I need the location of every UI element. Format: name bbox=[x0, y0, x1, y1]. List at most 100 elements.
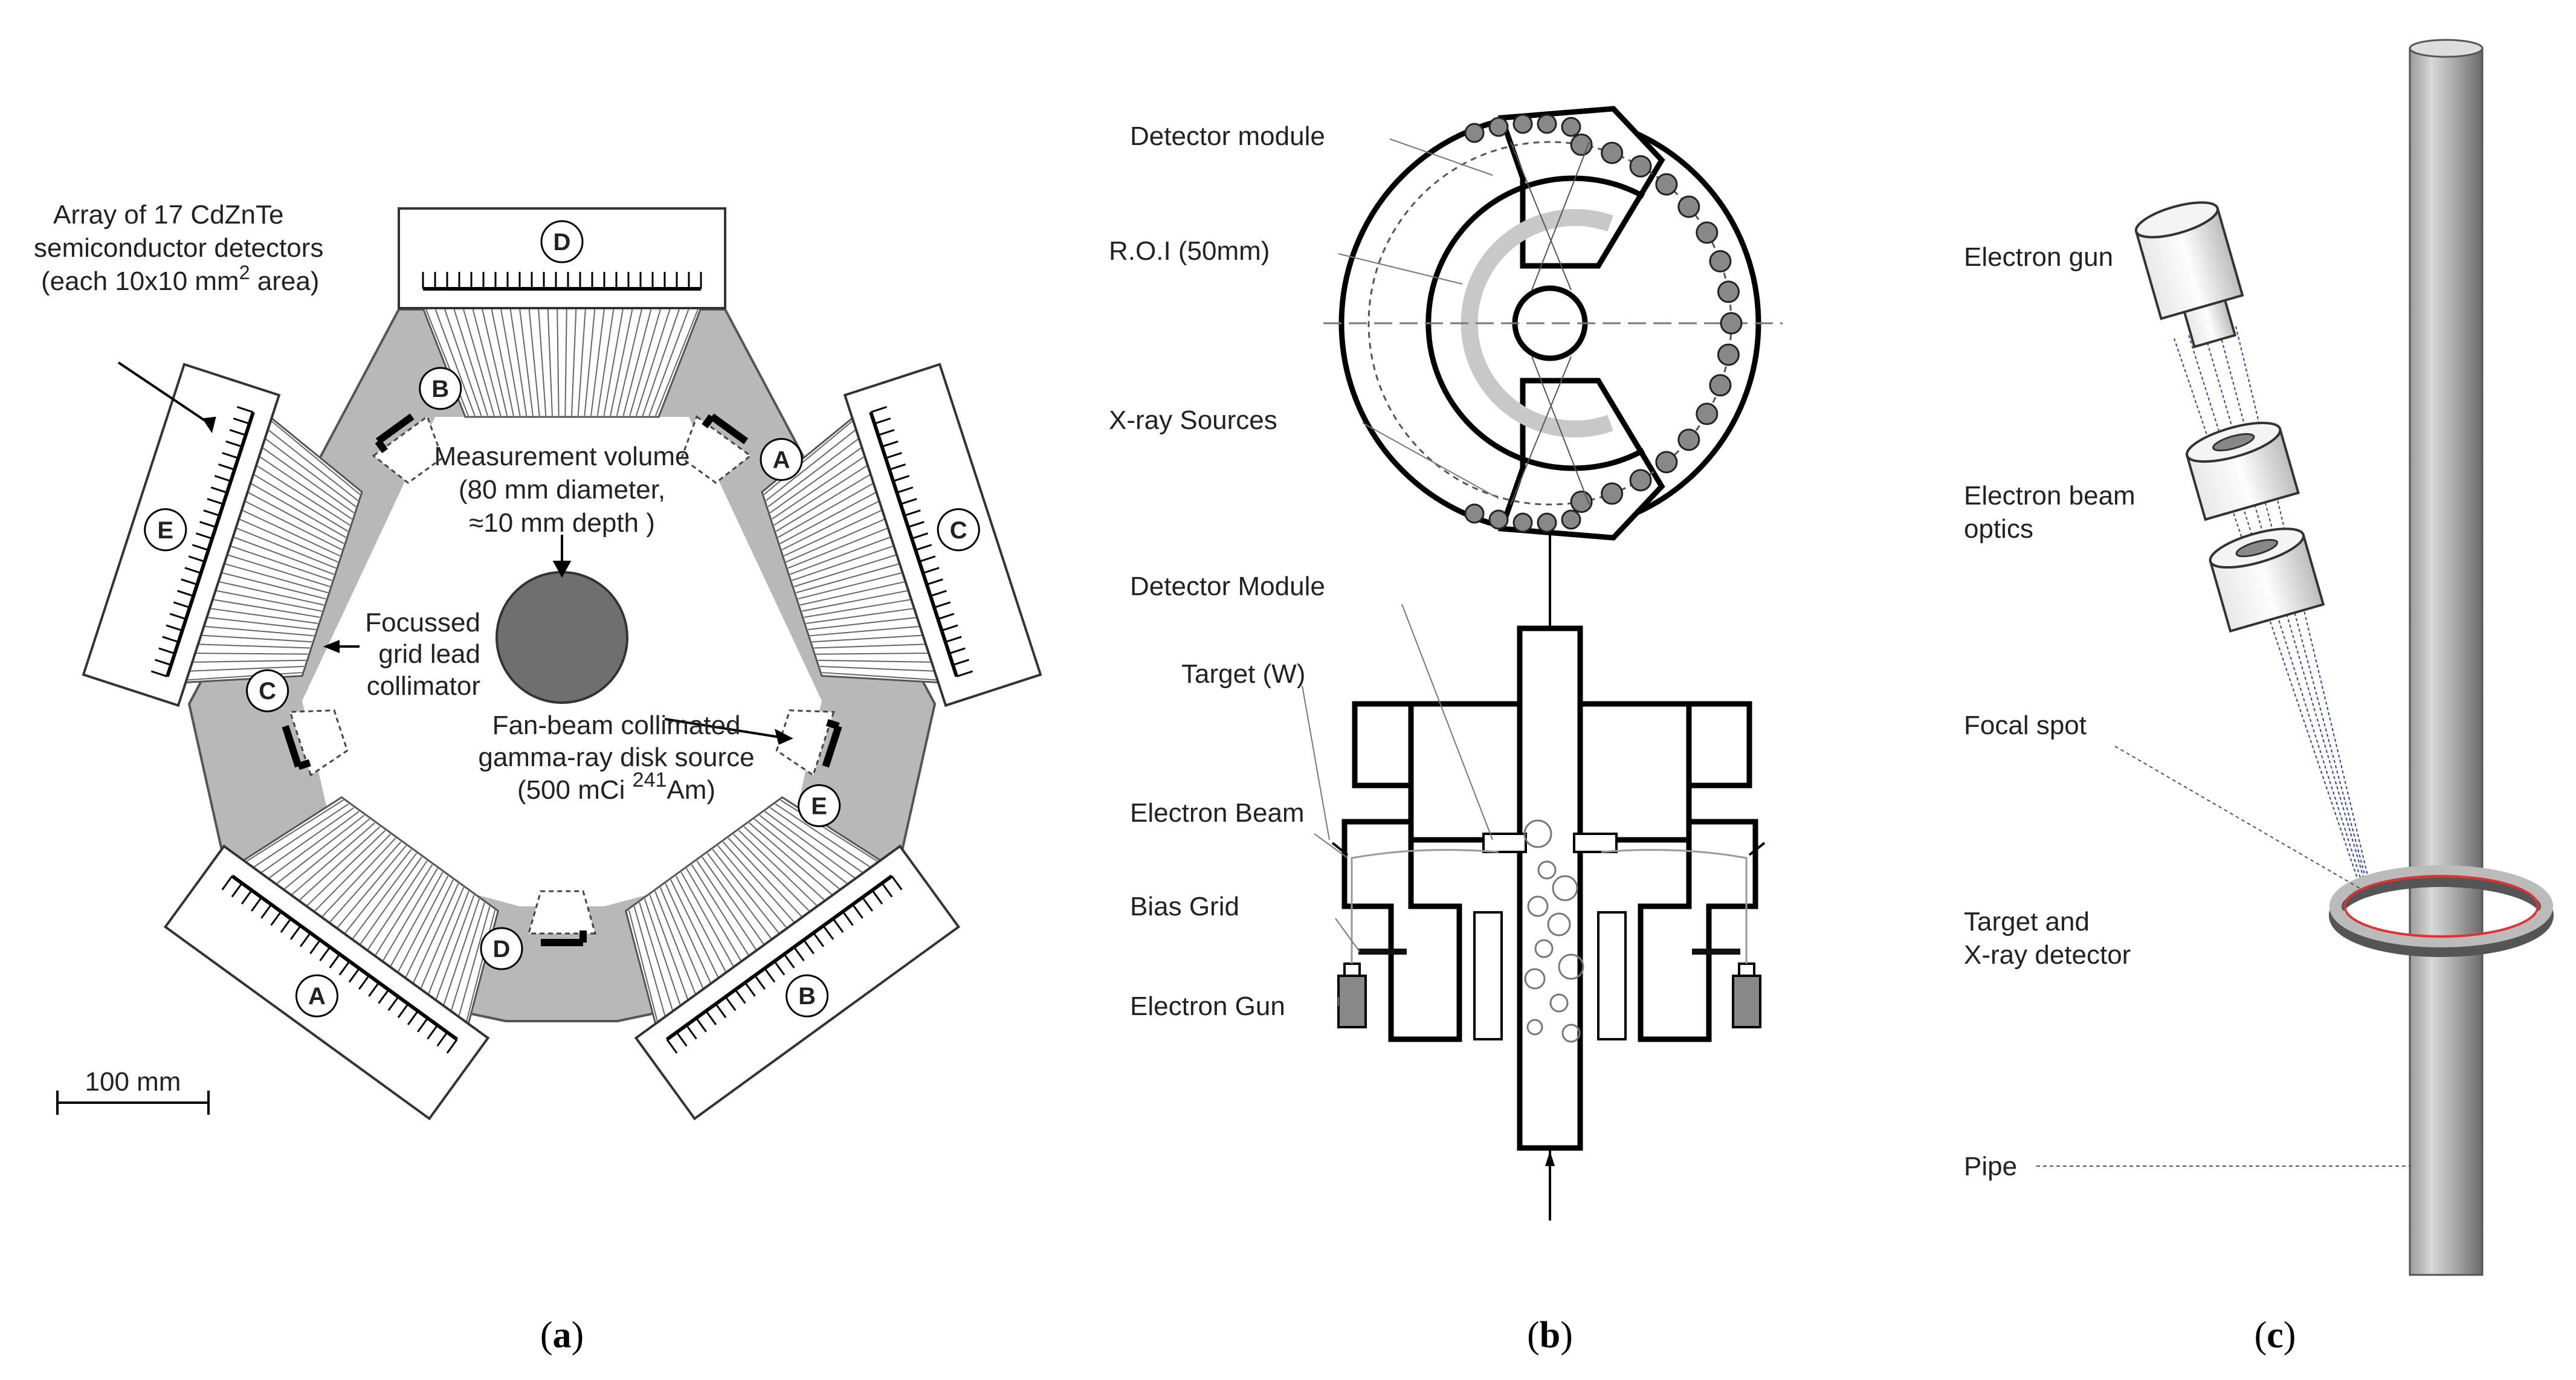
source-c: C bbox=[246, 669, 349, 777]
bubble bbox=[1534, 939, 1554, 958]
label-detector-module: Detector module bbox=[1130, 121, 1325, 151]
xray-source-dot bbox=[1464, 503, 1485, 524]
measurement-volume-disk bbox=[496, 571, 628, 704]
electron-gun bbox=[2134, 201, 2244, 349]
xray-source-dot bbox=[1655, 451, 1678, 474]
pipe bbox=[2409, 47, 2484, 1276]
xray-source-dot bbox=[1720, 312, 1743, 335]
xray-source-dot bbox=[1709, 374, 1732, 397]
module-letter: E bbox=[157, 517, 173, 544]
label-detector-module-2: Detector Module bbox=[1130, 572, 1325, 601]
bubble bbox=[1524, 968, 1546, 990]
xray-source-dot bbox=[1561, 117, 1581, 137]
label-electron-beam: Electron Beam bbox=[1130, 798, 1305, 828]
source-fan-lines bbox=[1510, 141, 1590, 505]
source-letter: D bbox=[493, 936, 511, 962]
tube-cross-section bbox=[1341, 625, 1758, 1151]
roi-arc bbox=[1461, 209, 1613, 437]
label-beam-optics-line-2: optics bbox=[1964, 514, 2033, 544]
beam-optics-upper bbox=[2185, 422, 2300, 521]
detector-module-c: C bbox=[843, 363, 1042, 708]
detector-modules: D C B A E bbox=[82, 207, 1042, 1121]
collimator-grid bbox=[421, 307, 703, 418]
source-b: B bbox=[372, 367, 462, 484]
volume-label: Measurement volume bbox=[434, 442, 689, 471]
xray-source-dots bbox=[1464, 114, 1743, 533]
xray-source-dot bbox=[1629, 155, 1652, 178]
detector-module-a: A bbox=[163, 844, 490, 1121]
label-beam-optics: Electron beam bbox=[1964, 481, 2135, 511]
beam-optics-lower bbox=[2209, 527, 2325, 633]
label-xray-sources: X-ray Sources bbox=[1109, 405, 1277, 435]
xray-source-dot bbox=[1464, 123, 1485, 143]
volume-label-line-2: (80 mm diameter, bbox=[459, 475, 665, 505]
source-a: A bbox=[680, 413, 803, 484]
xray-source-dot bbox=[1696, 402, 1719, 425]
roi-center-ring bbox=[1512, 285, 1588, 361]
label-target: Target (W) bbox=[1181, 659, 1305, 689]
xray-source-dot bbox=[1677, 428, 1700, 451]
xray-source-dot bbox=[1601, 482, 1624, 505]
collimator-label: Focussed bbox=[365, 608, 480, 637]
xray-source-dot bbox=[1717, 280, 1740, 303]
panel-c-leader-lines bbox=[2036, 746, 2411, 1167]
label-pipe: Pipe bbox=[1964, 1152, 2017, 1181]
module-letter: A bbox=[308, 983, 326, 1010]
scale-bar-label: 100 mm bbox=[85, 1067, 181, 1097]
module-letter: C bbox=[950, 517, 967, 544]
xray-source-dot bbox=[1488, 117, 1509, 137]
label-bias-grid: Bias Grid bbox=[1130, 892, 1239, 921]
xray-source-dot bbox=[1696, 221, 1719, 244]
xray-source-dot bbox=[1561, 509, 1581, 530]
source-letter: E bbox=[811, 793, 827, 819]
xray-source-dot bbox=[1537, 114, 1557, 134]
label-target-detector-line-2: X-ray detector bbox=[1964, 940, 2131, 970]
collimator-label-line-3: collimator bbox=[367, 671, 480, 701]
focussed-grid-collimators bbox=[184, 307, 940, 1025]
bubble bbox=[1552, 875, 1578, 901]
source-letter: A bbox=[773, 447, 790, 473]
label-target-detector: Target and bbox=[1964, 907, 2090, 937]
flow-arrow bbox=[1545, 1151, 1555, 1166]
source-d: D bbox=[480, 890, 596, 970]
gamma-ray-sources: A E D C B bbox=[246, 367, 842, 970]
array-label-line-3: (each 10x10 mm2 area) bbox=[41, 262, 319, 296]
targets bbox=[1331, 833, 1766, 856]
label-electron-gun-c: Electron gun bbox=[1964, 242, 2113, 272]
collimator-grid bbox=[184, 416, 363, 684]
electron-beam-paths bbox=[1351, 849, 1748, 964]
label-roi: R.O.I (50mm) bbox=[1109, 236, 1270, 266]
source-label-line-2: gamma-ray disk source bbox=[478, 743, 754, 772]
caption-b: (b) bbox=[1527, 1315, 1573, 1356]
bubble bbox=[1549, 993, 1569, 1013]
label-focal-spot: Focal spot bbox=[1964, 711, 2087, 740]
bubble bbox=[1537, 860, 1557, 880]
bubble bbox=[1561, 1024, 1581, 1043]
collimator-label-line-2: grid lead bbox=[378, 639, 480, 669]
panel-b-leader-lines bbox=[1302, 138, 1499, 1006]
bubble bbox=[1527, 895, 1549, 917]
bubble bbox=[1526, 1019, 1543, 1036]
xray-source-dot bbox=[1655, 173, 1678, 196]
xray-source-dot bbox=[1537, 512, 1557, 533]
label-electron-gun: Electron Gun bbox=[1130, 991, 1285, 1021]
panel-b-xray-tomography-diagram: Detector module R.O.I (50mm) X-ray Sourc… bbox=[1109, 106, 1783, 1356]
detector-module-e: E bbox=[82, 363, 281, 708]
annotation-lines bbox=[117, 361, 793, 745]
module-letter: B bbox=[798, 983, 816, 1010]
xray-source-dot bbox=[1512, 512, 1533, 533]
caption-a: (a) bbox=[540, 1315, 584, 1356]
bubble bbox=[1547, 912, 1571, 937]
source-label: Fan-beam collimated bbox=[492, 711, 741, 740]
pipe-top bbox=[2409, 39, 2484, 58]
array-label-line-2: semiconductor detectors bbox=[34, 233, 323, 263]
xray-source-dot bbox=[1488, 509, 1509, 530]
inner-channels bbox=[1473, 911, 1627, 1040]
bias-grids bbox=[1358, 949, 1740, 955]
xray-source-dot bbox=[1601, 141, 1624, 164]
source-label-line-3: (500 mCi 241Am) bbox=[517, 769, 715, 805]
xray-source-dot bbox=[1512, 114, 1533, 134]
electron-guns bbox=[1337, 962, 1761, 1028]
xray-source-dot bbox=[1717, 343, 1740, 366]
